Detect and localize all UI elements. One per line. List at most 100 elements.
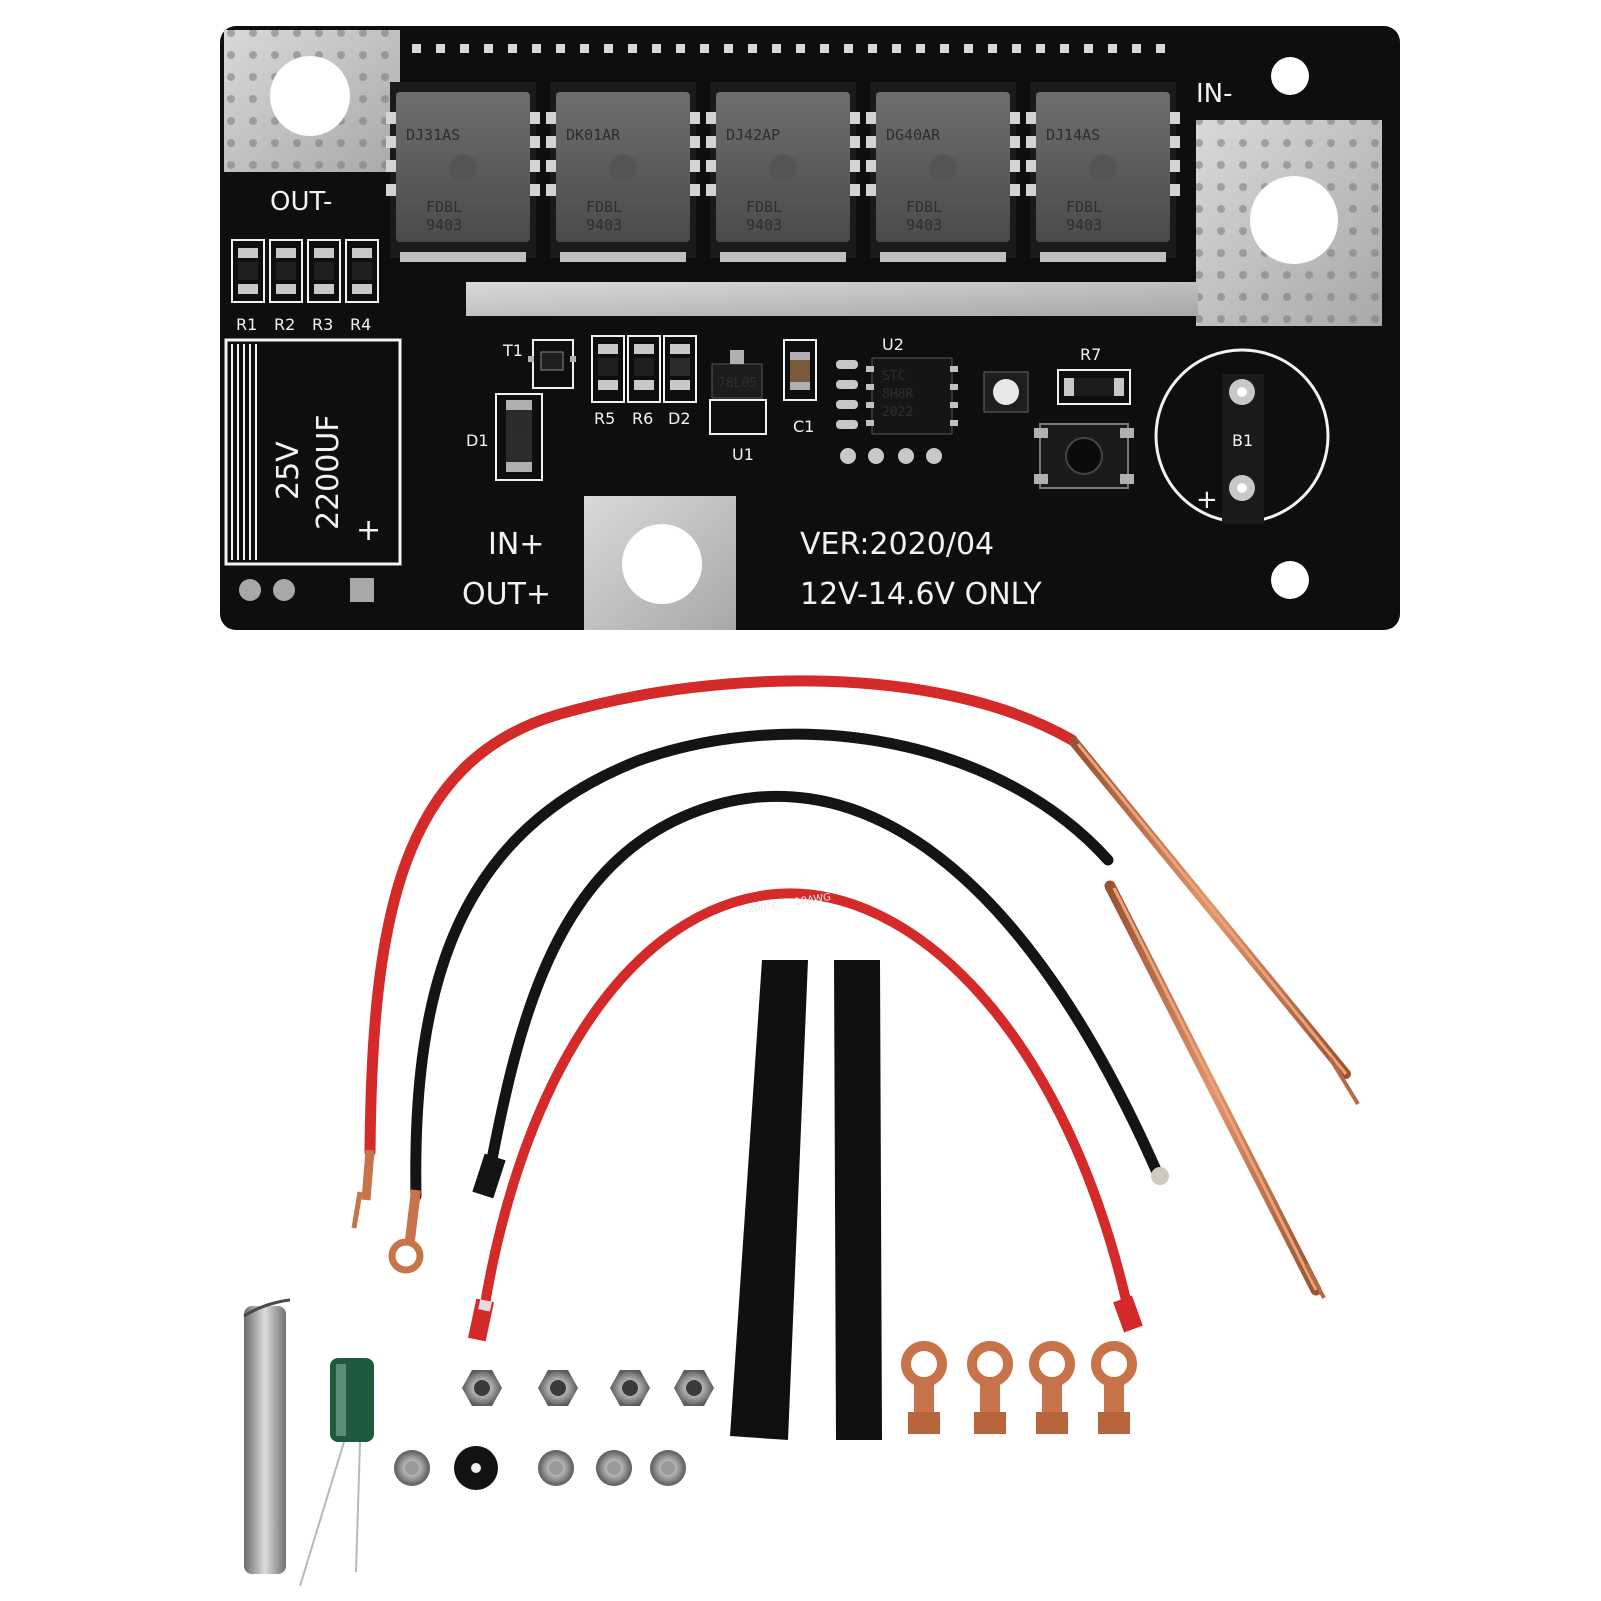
smd-footprint	[591, 335, 625, 403]
label-out-minus: OUT-	[270, 187, 332, 217]
mosfet-code: DJ42AP	[726, 126, 780, 144]
mosfet-part: FDBL	[586, 198, 622, 216]
led	[983, 371, 1029, 413]
black-cable-outer	[410, 728, 1114, 1202]
red-cable-inner	[479, 888, 1131, 1315]
ref-b1: B1	[1232, 431, 1253, 450]
mosfet-row: DJ31ASFDBL9403DK01ARFDBL9403DJ42APFDBL94…	[386, 82, 1180, 262]
screw	[650, 1450, 686, 1486]
label-in-plus: IN+	[488, 527, 544, 562]
header-pin	[868, 44, 877, 53]
small-parts	[243, 1298, 1137, 1587]
header-pin	[1012, 44, 1021, 53]
header-pin	[1156, 44, 1165, 53]
header-pin	[412, 44, 421, 53]
resistor-label: R3	[312, 315, 333, 334]
red-cable-outer	[364, 675, 1078, 1158]
resistor-label: R1	[236, 315, 257, 334]
resistor-label: R4	[350, 315, 371, 334]
header-pin	[628, 44, 637, 53]
copper-weld-pen-upper	[1069, 737, 1360, 1106]
regulator-marking: 78L05	[718, 376, 757, 391]
header-pin	[556, 44, 565, 53]
header-pin	[1060, 44, 1069, 53]
version-text: VER:2020/04	[800, 527, 994, 562]
tactile-button[interactable]	[1034, 423, 1134, 489]
label-out-plus: OUT+	[462, 577, 551, 612]
mcu-u2: STC 8H8R 2022	[866, 357, 958, 435]
mcu-side-pads	[836, 360, 858, 429]
out-minus-pad	[224, 30, 400, 172]
pin-header-dots	[412, 44, 1165, 53]
mosfet-code: DK01AR	[566, 126, 621, 144]
mounting-hole	[1271, 57, 1309, 95]
label-in-minus: IN-	[1196, 79, 1233, 109]
buzzer-polarity: +	[1196, 485, 1218, 515]
ref-t1: T1	[502, 341, 523, 360]
header-pin	[772, 44, 781, 53]
mosfet-part: FDBL	[906, 198, 942, 216]
nickel-strip	[243, 1298, 291, 1574]
header-pin	[748, 44, 757, 53]
mosfet-code: DJ31AS	[406, 126, 460, 144]
smd-footprint	[627, 335, 661, 403]
diode-marking: M7	[515, 436, 530, 452]
header-pin	[484, 44, 493, 53]
header-pin	[604, 44, 613, 53]
ring-lug	[1029, 1341, 1075, 1434]
screw	[538, 1450, 574, 1486]
mcu-marking-line3: 2022	[882, 405, 913, 420]
hex-nut	[674, 1370, 714, 1406]
diode-d1: M7	[495, 393, 543, 481]
header-pin	[580, 44, 589, 53]
buzzer-b1-footprint	[1154, 348, 1330, 524]
mcu-marking-line1: STC	[882, 369, 905, 384]
header-pin	[532, 44, 541, 53]
in-plus-pad	[584, 496, 736, 630]
copper-ring-lugs	[901, 1341, 1137, 1434]
transistor-t1	[528, 339, 576, 389]
header-pin	[1108, 44, 1117, 53]
cable-temp-marking: 200°C	[747, 901, 779, 915]
mosfet-code: DJ14AS	[1046, 126, 1100, 144]
in-minus-pad	[1196, 120, 1382, 326]
header-pin	[460, 44, 469, 53]
ring-lug	[967, 1341, 1013, 1434]
header-pin	[436, 44, 445, 53]
header-pin	[892, 44, 901, 53]
ring-lug	[901, 1341, 947, 1434]
stripped-wire-end	[1151, 1167, 1169, 1185]
hex-nut	[538, 1370, 578, 1406]
header-pin	[988, 44, 997, 53]
hex-nut	[462, 1370, 502, 1406]
header-pin	[844, 44, 853, 53]
heat-shrink-tubes	[730, 960, 882, 1440]
buzzer	[454, 1446, 498, 1490]
header-pin	[1036, 44, 1045, 53]
hex-nut	[610, 1370, 650, 1406]
copper-weld-pen-lower	[1104, 880, 1326, 1299]
header-pin	[1084, 44, 1093, 53]
header-pin	[964, 44, 973, 53]
cable-awg-marking: 10AWG	[794, 892, 832, 908]
mosfet-number: 9403	[746, 216, 782, 234]
mosfet-code: DG40AR	[886, 126, 941, 144]
heat-shrink-end	[472, 1153, 506, 1199]
capacitor-capacity: 2200UF	[311, 414, 346, 530]
black-cable-inner	[484, 790, 1162, 1176]
header-pin	[676, 44, 685, 53]
bus-bar	[466, 282, 1198, 316]
header-pin	[1132, 44, 1141, 53]
mosfet-number: 9403	[906, 216, 942, 234]
ring-lug	[1091, 1341, 1137, 1434]
header-pin	[940, 44, 949, 53]
ref-d2: D2	[668, 409, 691, 428]
mosfet-number: 9403	[1066, 216, 1102, 234]
header-pin	[652, 44, 661, 53]
